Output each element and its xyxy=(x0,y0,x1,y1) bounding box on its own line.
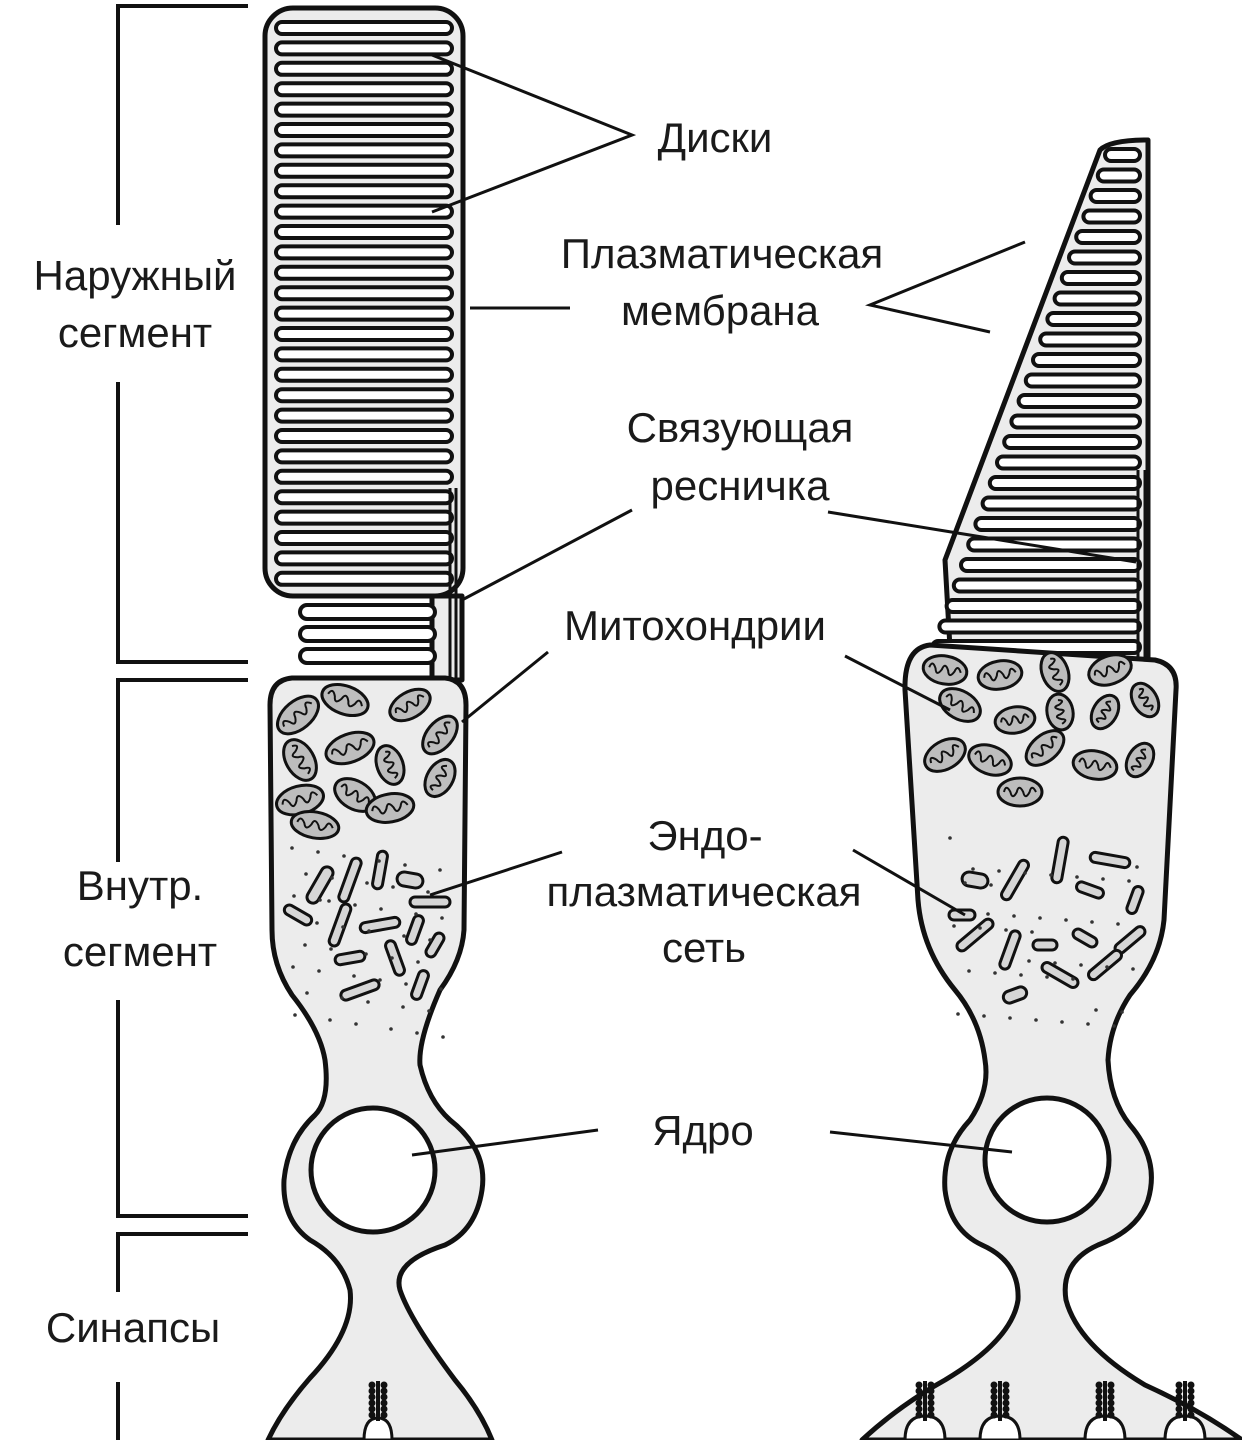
disc xyxy=(276,450,452,462)
outer-segment-label-2: сегмент xyxy=(58,309,212,356)
disc xyxy=(276,328,452,340)
disc xyxy=(990,477,1140,489)
discs-label: Диски xyxy=(658,114,773,161)
disc xyxy=(276,532,452,544)
rod-nucleus xyxy=(311,1108,435,1232)
plasma-membrane-label-1: Плазматическая xyxy=(561,230,884,277)
disc xyxy=(1040,334,1140,346)
disc xyxy=(1033,354,1140,366)
disc xyxy=(276,185,452,197)
disc xyxy=(276,389,452,401)
disc xyxy=(300,627,435,641)
disc xyxy=(276,512,452,524)
disc xyxy=(276,83,452,95)
connecting-cilium-label-2: ресничка xyxy=(651,462,831,509)
er-cisterna xyxy=(1033,940,1057,950)
disc xyxy=(1026,375,1140,387)
disc xyxy=(1091,190,1140,202)
disc xyxy=(276,471,452,483)
disc xyxy=(276,552,452,564)
disc xyxy=(276,124,452,136)
mitochondria-label: Митохондрии xyxy=(564,602,826,649)
disc xyxy=(1098,170,1140,182)
disc xyxy=(1083,211,1140,223)
er-cisterna xyxy=(410,897,450,907)
disc xyxy=(1069,252,1140,264)
er-cisterna xyxy=(961,871,989,889)
disc xyxy=(276,369,452,381)
er-label-3: сеть xyxy=(662,924,746,971)
disc xyxy=(983,498,1140,510)
disc xyxy=(276,104,452,116)
rod-mito-pointer xyxy=(462,652,548,722)
cone-membrane-pointer xyxy=(870,242,1025,332)
disc xyxy=(276,491,452,503)
nucleus-label: Ядро xyxy=(652,1107,754,1154)
disc xyxy=(276,226,452,238)
disc xyxy=(954,580,1140,592)
disc xyxy=(961,559,1140,571)
disc xyxy=(276,22,452,34)
disc xyxy=(276,573,452,585)
disc xyxy=(276,267,452,279)
disc xyxy=(1076,231,1140,243)
disc xyxy=(276,144,452,156)
er-cisterna xyxy=(949,910,975,920)
disc xyxy=(276,63,452,75)
er-label-1: Эндо- xyxy=(647,812,762,859)
connecting-cilium-label-1: Связующая xyxy=(627,404,854,451)
mitochondrion xyxy=(998,778,1042,806)
disc xyxy=(276,348,452,360)
disc xyxy=(939,621,1140,633)
disc xyxy=(276,430,452,442)
disc xyxy=(1105,149,1140,161)
cone-nucleus xyxy=(985,1098,1109,1222)
disc xyxy=(276,308,452,320)
cone-cell xyxy=(862,140,1242,1440)
disc xyxy=(1011,416,1140,428)
disc xyxy=(947,600,1140,612)
outer-segment-label-1: Наружный xyxy=(34,252,237,299)
plasma-membrane-label-2: мембрана xyxy=(621,287,820,334)
disc xyxy=(276,206,452,218)
region-brackets xyxy=(118,6,248,1440)
disc xyxy=(975,518,1140,530)
disc xyxy=(276,165,452,177)
disc xyxy=(300,605,435,619)
disc xyxy=(276,42,452,54)
rod-cilium-pointer xyxy=(462,510,632,600)
disc xyxy=(276,287,452,299)
disc xyxy=(1062,272,1140,284)
er-cisterna xyxy=(396,871,424,889)
disc xyxy=(1047,313,1140,325)
rod-lower-discs xyxy=(300,605,435,663)
disc xyxy=(1019,395,1140,407)
inner-segment-label-2: сегмент xyxy=(63,928,217,975)
disc xyxy=(276,410,452,422)
rod-cell xyxy=(265,8,492,1440)
disc xyxy=(1004,436,1140,448)
disc xyxy=(1055,293,1140,305)
er-label-2: плазматическая xyxy=(546,868,861,915)
synapse-label: Синапсы xyxy=(46,1304,220,1351)
cone-inner-segment xyxy=(862,645,1242,1440)
disc xyxy=(997,457,1140,469)
disc xyxy=(276,246,452,258)
inner-segment-label-1: Внутр. xyxy=(77,862,203,909)
disc xyxy=(300,649,435,663)
